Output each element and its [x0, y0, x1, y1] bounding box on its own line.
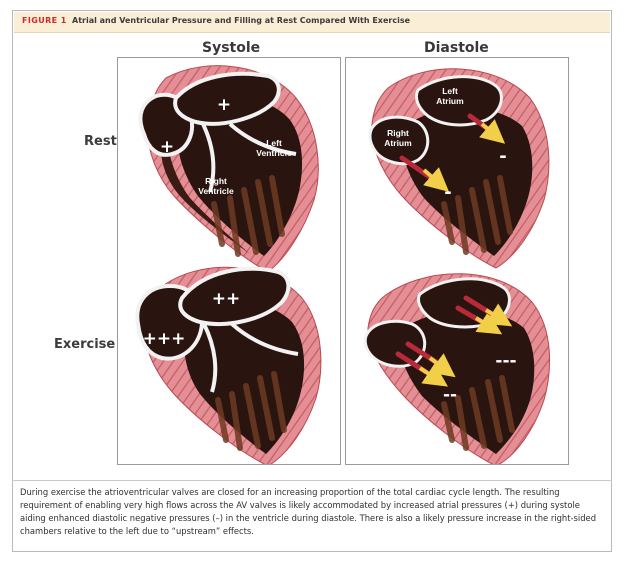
rest-diastole-lower-sign: - [444, 182, 451, 203]
label-right-atrium-line1: Right [387, 128, 409, 138]
column-title-systole: Systole [202, 40, 260, 56]
left-atrium [418, 279, 509, 327]
rest-diastole-upper-sign: - [499, 146, 506, 167]
right-atrium [365, 321, 424, 366]
row-label-rest: Rest [84, 134, 117, 149]
figure-label: FIGURE 1 [22, 16, 67, 25]
heart-exercise-diastole: --- -- [365, 274, 549, 464]
label-left-atrium-line2: Atrium [436, 96, 464, 106]
heart-exercise-systole: ++ +++ [137, 267, 321, 464]
rest-systole-left-sign: + [160, 137, 174, 157]
heart-rest-systole: + + Left Ventricle Right Ventricle [140, 66, 318, 272]
systole-panel: + + Left Ventricle Right Ventricle ++ ++… [117, 57, 341, 465]
label-left-ventricle-line1: Left [266, 138, 282, 148]
label-right-ventricle-line1: Right [205, 176, 227, 186]
figure-title: Atrial and Ventricular Pressure and Fill… [72, 16, 410, 25]
label-left-ventricle-line2: Ventricle [256, 148, 292, 158]
figure-caption: During exercise the atrioventricular val… [20, 486, 608, 538]
caption-divider [12, 480, 612, 481]
exercise-systole-top-sign: ++ [212, 289, 241, 309]
label-right-atrium-line2: Atrium [384, 138, 412, 148]
rest-systole-top-sign: + [217, 95, 231, 115]
label-right-ventricle-line2: Ventricle [198, 186, 234, 196]
figure-header: FIGURE 1 Atrial and Ventricular Pressure… [14, 12, 610, 33]
exercise-systole-left-sign: +++ [143, 329, 186, 349]
diastole-panel: Left Atrium Right Atrium - - --- -- [345, 57, 569, 465]
row-label-exercise: Exercise [54, 337, 115, 352]
label-left-atrium-line1: Left [442, 86, 458, 96]
exercise-diastole-upper-sign: --- [495, 351, 516, 371]
column-title-diastole: Diastole [424, 40, 489, 56]
exercise-diastole-lower-sign: -- [443, 385, 457, 405]
heart-rest-diastole: Left Atrium Right Atrium - - [370, 69, 549, 268]
